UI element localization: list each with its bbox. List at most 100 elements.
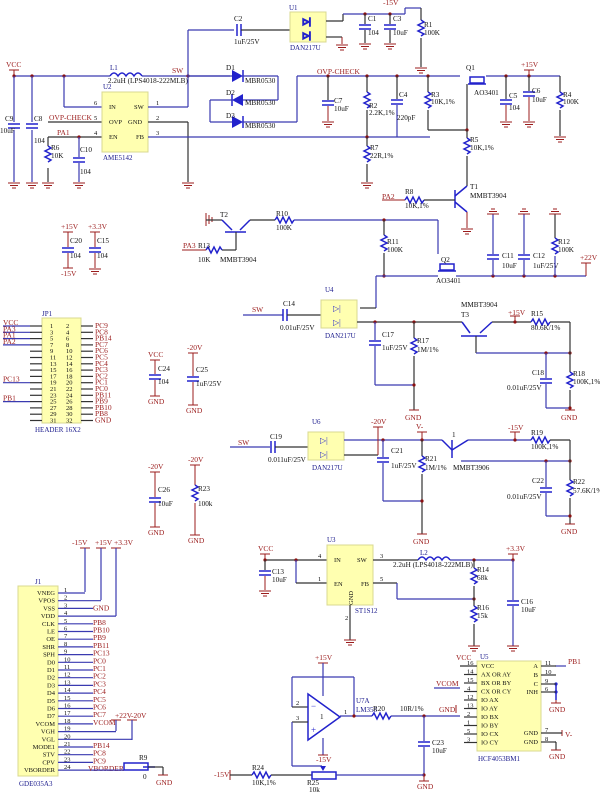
- j1-pin-num: 10: [64, 656, 71, 663]
- r24-ref: R24: [252, 764, 264, 772]
- c14-value: 0.01uF/25V: [280, 324, 315, 332]
- jp1-pin-right: 32: [66, 418, 73, 425]
- r15-value: 80.6K/1%: [531, 324, 560, 332]
- u1-section: C2 1uF/25V U1 DAN217U ▷| ▷| -15V C1 104 …: [188, 0, 441, 74]
- u1-part: DAN217U: [290, 44, 321, 52]
- u5-pin-num: 3: [467, 737, 470, 744]
- t1-ref: T1: [470, 183, 478, 191]
- jp1-pin-left: 25: [50, 399, 57, 406]
- u2-ref: U2: [103, 83, 112, 91]
- c1-ref: C1: [368, 15, 377, 23]
- j1-pin-name: SPH: [43, 652, 55, 659]
- r20-ref: R20: [373, 705, 385, 713]
- net-p22-2: +22V: [115, 711, 133, 720]
- jp1-net-right: PB8: [95, 409, 108, 418]
- c21-ref: C21: [391, 447, 403, 455]
- u7-part: LM358: [356, 706, 378, 714]
- u6-ref: U6: [312, 418, 321, 426]
- jp1-net-right: PC6: [95, 346, 108, 355]
- c12-ref: C12: [533, 252, 545, 260]
- j1-ref: J1: [35, 578, 42, 586]
- c8-value: 104: [34, 137, 45, 145]
- jp1-pin-left: 5: [50, 336, 53, 343]
- net-m15-3: -15V: [61, 269, 77, 278]
- j1-pin-num: 17: [64, 710, 71, 717]
- jp1-pin-right: 6: [66, 336, 70, 343]
- u2-boost-section: VCC L1 2.2uH (LPS4018-222MLB) SW C9 10uF…: [0, 30, 430, 189]
- u2-part: AME5142: [103, 154, 133, 162]
- j1-pin-net: PB14: [93, 741, 110, 750]
- r4-ref: R4: [563, 91, 572, 99]
- net-p15-1: +15V: [521, 60, 539, 69]
- net-m15-2: -15V: [508, 423, 524, 432]
- u5-pin-num: 6: [545, 686, 549, 693]
- r14-ref: R14: [477, 566, 489, 574]
- u5-pin-num: 9: [545, 678, 548, 685]
- j1-pin-num: 12: [64, 672, 71, 679]
- u5-pin-num: 1: [467, 720, 470, 727]
- jp1-pin-right: 12: [66, 355, 73, 362]
- j1-pin-net: PC6: [93, 703, 106, 712]
- c3-value: 10uF: [393, 29, 408, 37]
- jp1-pin-right: 26: [66, 399, 73, 406]
- net-m15-4: -15V: [72, 538, 88, 547]
- u2-pinnum-4: 4: [94, 130, 98, 137]
- net-pb1-1: PB1: [568, 657, 581, 666]
- c11-value: 10uF: [502, 262, 517, 270]
- c2-ref: C2: [234, 15, 243, 23]
- q2-value: AO3401: [436, 277, 461, 285]
- jp1-pin-left: 15: [50, 367, 57, 374]
- u5-pin-name: IO BX: [481, 714, 499, 721]
- j1-pin-num: 2: [64, 595, 67, 602]
- u2-chip: [101, 91, 149, 153]
- d3-ref: D3: [226, 112, 235, 120]
- net-p15-3: +15V: [61, 222, 79, 231]
- jp1-net-right: PC5: [95, 353, 108, 362]
- r11-value: 100K: [387, 246, 404, 254]
- u5-pin-name: A: [533, 663, 538, 670]
- net-gnd-2: GND: [561, 413, 578, 422]
- jp1-net-right: PC4: [95, 359, 108, 368]
- u3-pinnum-4: 4: [318, 553, 322, 560]
- u5-pin-num: 11: [545, 660, 551, 667]
- net-pa3-1: PA3: [183, 241, 196, 250]
- j1-pin-net: GND: [93, 603, 110, 612]
- c16-value: 10uF: [521, 606, 536, 614]
- j1-pin-name: D3: [47, 682, 55, 689]
- r25-value: 10k: [309, 786, 320, 792]
- jp1-pin-right: 18: [66, 373, 73, 380]
- net-m20-1: -20V: [371, 417, 387, 426]
- q2-ref: Q2: [441, 256, 450, 264]
- net-pa2-1: PA2: [382, 192, 395, 201]
- j1-pin-net: PB9: [93, 633, 106, 642]
- net-vminus-1: V-: [416, 422, 424, 431]
- jp1-pin-right: 22: [66, 386, 73, 393]
- c5-ref: C5: [509, 92, 518, 100]
- net-m20-5: -20V: [131, 711, 147, 720]
- net-m15-1: -15V: [383, 0, 399, 7]
- j1-pin-name: VGH: [41, 729, 55, 736]
- u5-pin-num: 16: [467, 660, 474, 667]
- u6-section: SW C19 0.011uF/25V U6 DAN217U ▷|▷| -20V …: [230, 417, 600, 546]
- j1-connector: J1 GDE035A3 -15V +15V +3.3V +22V -20V R9…: [17, 538, 173, 788]
- j1-pin-num: 6: [64, 626, 68, 633]
- r10-value: 100K: [276, 224, 293, 232]
- net-p22-1: +22V: [580, 253, 598, 262]
- j1-pin-num: 21: [64, 741, 71, 748]
- u5-pin-name: B: [534, 672, 539, 679]
- j1-pin-num: 23: [64, 756, 71, 763]
- u3-pin-en: EN: [334, 581, 343, 588]
- j1-pin-net: PC13: [93, 649, 110, 658]
- u2-pin-fb: FB: [136, 134, 145, 141]
- c18-ref: C18: [532, 369, 544, 377]
- u1-ref: U1: [289, 4, 298, 12]
- u5-pin-name: IO AX: [481, 697, 499, 704]
- opamp-u7a: [307, 692, 342, 742]
- c19-value: 0.011uF/25V: [268, 456, 307, 464]
- u5-pin-num: 14: [467, 669, 474, 676]
- j1-pin-name: D0: [47, 659, 55, 666]
- j1-pin-net: VCOM: [93, 718, 116, 727]
- jp1-net-right: PB11: [95, 390, 112, 399]
- j1-pin-name: D1: [47, 667, 55, 674]
- j1-pin-name: CLK: [42, 621, 55, 628]
